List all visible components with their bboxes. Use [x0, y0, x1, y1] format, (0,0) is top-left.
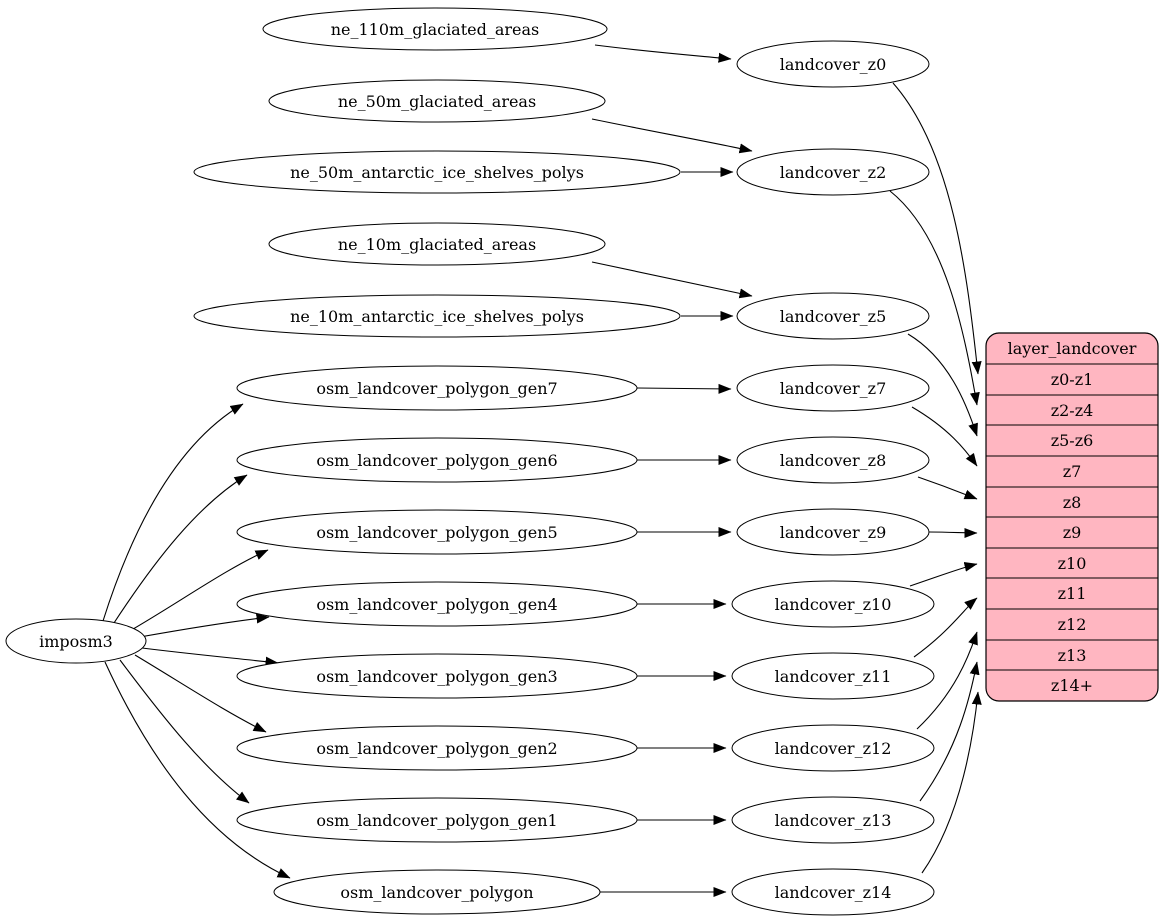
node-landcover-z10: landcover_z10 — [731, 580, 935, 628]
edge-imposm3-to-gen7 — [102, 403, 244, 622]
edge-imposm3-to-gen3 — [141, 647, 279, 667]
node-osm-landcover-polygon: osm_landcover_polygon — [273, 869, 601, 915]
edge-z10-to-row-z10 — [909, 561, 978, 587]
node-label: osm_landcover_polygon_gen1 — [316, 811, 557, 830]
edge-ne-110m-to-z0 — [594, 44, 732, 63]
node-landcover-z14: landcover_z14 — [731, 868, 935, 916]
node-label: landcover_z2 — [780, 163, 887, 182]
node-label: landcover_z9 — [780, 523, 887, 542]
node-landcover-z9: landcover_z9 — [736, 508, 930, 556]
node-label: ne_50m_glaciated_areas — [338, 92, 536, 111]
node-landcover-z12: landcover_z12 — [731, 724, 935, 772]
node-label: osm_landcover_polygon_gen4 — [316, 595, 557, 614]
node-label: landcover_z12 — [775, 739, 892, 758]
node-osm-landcover-polygon-gen7: osm_landcover_polygon_gen7 — [236, 365, 638, 411]
edge-gen7-to-z7 — [636, 383, 732, 394]
table-row-z12: z12 — [1058, 615, 1087, 634]
node-label: osm_landcover_polygon_gen2 — [316, 739, 557, 758]
node-landcover-z2: landcover_z2 — [736, 148, 930, 196]
node-label: landcover_z10 — [775, 595, 892, 614]
edge-imposm3-to-polygon — [104, 661, 291, 879]
node-label: ne_110m_glaciated_areas — [331, 20, 540, 39]
edge-z9-to-row-z9 — [928, 527, 978, 538]
table-layer-landcover: layer_landcover z0-z1 z2-z4 z5-z6 z7 z8 … — [985, 332, 1159, 702]
edge-z7-to-row-z7 — [911, 406, 978, 467]
node-landcover-z0: landcover_z0 — [736, 40, 930, 88]
table-row-z0-z1: z0-z1 — [1051, 370, 1094, 389]
node-ne-50m-glaciated-areas: ne_50m_glaciated_areas — [268, 79, 606, 123]
edge-z12-to-row-z12 — [916, 631, 978, 730]
node-osm-landcover-polygon-gen5: osm_landcover_polygon_gen5 — [236, 509, 638, 555]
table-row-z5-z6: z5-z6 — [1051, 431, 1094, 450]
node-landcover-z11: landcover_z11 — [731, 652, 935, 700]
table-row-z14plus: z14+ — [1051, 676, 1093, 695]
node-landcover-z5: landcover_z5 — [736, 292, 930, 340]
node-label: landcover_z11 — [775, 667, 892, 686]
edge-imposm3-to-gen5 — [127, 549, 269, 633]
edge-z8-to-row-z8 — [917, 476, 978, 500]
edge-imposm3-to-gen2 — [134, 654, 267, 733]
edge-ne-10m-glaciated-to-z5 — [591, 261, 753, 299]
table-row-z7: z7 — [1063, 462, 1082, 481]
table-row-z13: z13 — [1058, 646, 1087, 665]
edge-z5-to-row-z5-z6 — [907, 333, 978, 437]
node-label: osm_landcover_polygon_gen5 — [316, 523, 557, 542]
node-label: landcover_z8 — [780, 451, 887, 470]
node-label: landcover_z13 — [775, 811, 892, 830]
edge-ne-50m-glaciated-to-z2 — [591, 118, 753, 154]
edge-z11-to-row-z11 — [913, 597, 978, 658]
edge-imposm3-to-gen1 — [119, 659, 250, 804]
edge-z0-to-row-z0-z1 — [892, 82, 982, 375]
edge-z13-to-row-z13 — [919, 661, 980, 802]
node-osm-landcover-polygon-gen6: osm_landcover_polygon_gen6 — [236, 437, 638, 483]
node-label: ne_50m_antarctic_ice_shelves_polys — [290, 163, 584, 182]
node-osm-landcover-polygon-gen2: osm_landcover_polygon_gen2 — [236, 725, 638, 771]
table-title: layer_landcover — [1008, 339, 1137, 358]
node-label: osm_landcover_polygon — [340, 883, 533, 902]
node-ne-50m-antarctic-ice-shelves-polys: ne_50m_antarctic_ice_shelves_polys — [193, 150, 681, 194]
table-row-z11: z11 — [1058, 584, 1087, 603]
node-ne-10m-glaciated-areas: ne_10m_glaciated_areas — [268, 222, 606, 266]
table-row-z10: z10 — [1058, 554, 1087, 573]
table-row-z8: z8 — [1063, 493, 1082, 512]
node-osm-landcover-polygon-gen1: osm_landcover_polygon_gen1 — [236, 797, 638, 843]
node-label: landcover_z7 — [780, 379, 887, 398]
node-label: ne_10m_antarctic_ice_shelves_polys — [290, 307, 584, 326]
node-ne-110m-glaciated-areas: ne_110m_glaciated_areas — [262, 7, 608, 51]
node-label: landcover_z14 — [775, 883, 892, 902]
edge-imposm3-to-gen4 — [139, 613, 270, 638]
node-label: osm_landcover_polygon_gen3 — [316, 667, 557, 686]
table-row-z2-z4: z2-z4 — [1051, 401, 1094, 420]
node-label: imposm3 — [39, 632, 113, 651]
node-label: ne_10m_glaciated_areas — [338, 235, 536, 254]
edge-z14-to-row-z14plus — [921, 691, 982, 874]
node-landcover-z8: landcover_z8 — [736, 436, 930, 484]
node-imposm3: imposm3 — [5, 618, 147, 664]
node-label: landcover_z5 — [780, 307, 887, 326]
edge-imposm3-to-gen6 — [111, 474, 248, 627]
node-landcover-z13: landcover_z13 — [731, 796, 935, 844]
table-row-z9: z9 — [1063, 523, 1082, 542]
node-ne-10m-antarctic-ice-shelves-polys: ne_10m_antarctic_ice_shelves_polys — [193, 294, 681, 338]
edge-z2-to-row-z2-z4 — [889, 190, 980, 406]
edge-layer — [102, 44, 982, 897]
node-osm-landcover-polygon-gen4: osm_landcover_polygon_gen4 — [236, 581, 638, 627]
node-label: osm_landcover_polygon_gen7 — [316, 379, 557, 398]
node-label: osm_landcover_polygon_gen6 — [316, 451, 557, 470]
node-landcover-z7: landcover_z7 — [736, 364, 930, 412]
node-label: landcover_z0 — [780, 55, 887, 74]
node-osm-landcover-polygon-gen3: osm_landcover_polygon_gen3 — [236, 653, 638, 699]
